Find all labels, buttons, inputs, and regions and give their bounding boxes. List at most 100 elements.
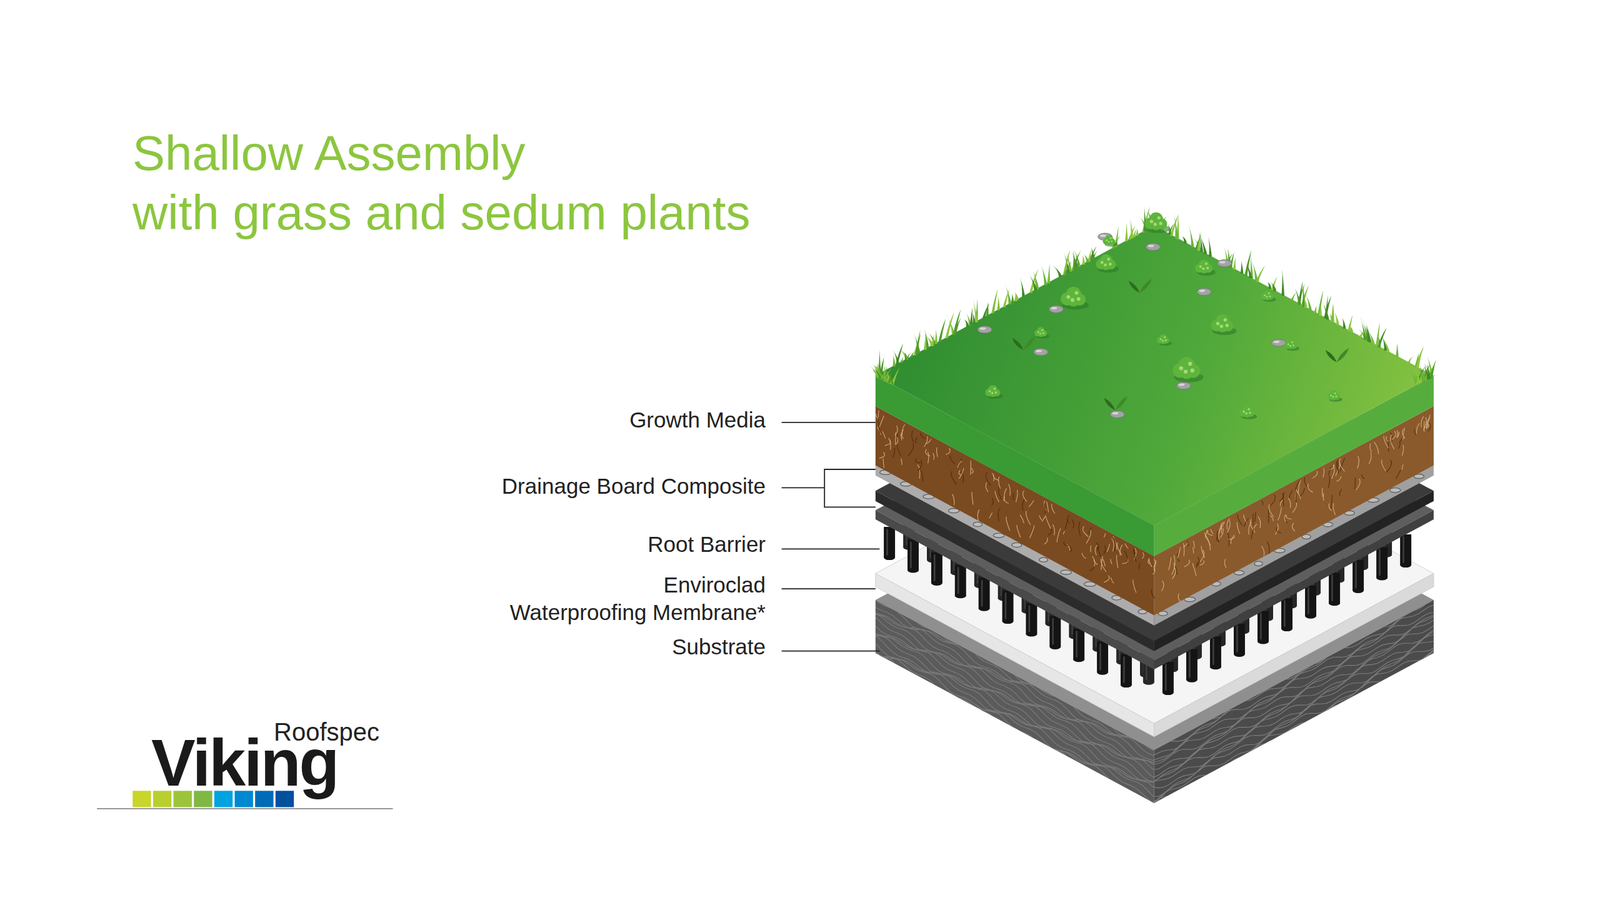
root-strand	[1023, 490, 1028, 502]
dimple-shine	[1283, 600, 1286, 627]
dimple	[1281, 598, 1293, 629]
dimple-shine	[1307, 587, 1310, 614]
root-strand	[1097, 546, 1103, 560]
root-strand	[936, 447, 939, 457]
grass-blade	[1240, 261, 1244, 274]
root-strand	[971, 468, 974, 474]
root-strand	[1336, 476, 1342, 482]
grass-blade	[934, 329, 938, 344]
root-strand	[1078, 521, 1080, 536]
dimple-end	[1073, 656, 1085, 662]
shrub-leaf	[1037, 330, 1044, 337]
root-strand	[933, 453, 935, 460]
dimple-end	[1162, 690, 1174, 695]
sprout-leaf	[1325, 350, 1337, 363]
root-strand	[1307, 483, 1313, 493]
root-strand	[1151, 589, 1155, 599]
dimple	[1073, 628, 1085, 660]
root-strand	[998, 508, 1001, 522]
root-strand	[1340, 458, 1345, 472]
grass-blade	[1408, 367, 1419, 385]
shrub-highlight	[1206, 266, 1209, 270]
grass-blade	[1028, 272, 1037, 290]
root-strand	[1292, 502, 1297, 514]
grass-blade	[996, 296, 1000, 310]
grass-blade	[1347, 315, 1353, 332]
root-strand	[1183, 543, 1184, 557]
label-wrap: Enviroclad Waterproofing Membrane*	[510, 571, 766, 627]
sprout-leaf	[1023, 335, 1037, 350]
root-strand	[878, 415, 884, 429]
shrub-highlight	[1205, 262, 1208, 265]
root-strand	[1331, 495, 1333, 509]
root-strand	[915, 437, 918, 443]
grass-blade	[1208, 236, 1212, 257]
root-strand	[888, 438, 891, 450]
shrub-leaf	[1106, 238, 1113, 245]
root-strand	[1426, 414, 1430, 427]
root-strand	[1295, 492, 1297, 502]
stone-highlight	[1035, 350, 1042, 353]
root-strand	[1046, 501, 1049, 513]
dimple-end	[883, 555, 895, 560]
root-strand	[1328, 464, 1334, 470]
root-strand	[971, 491, 974, 505]
stone-highlight	[1051, 306, 1058, 310]
dimple-end	[1210, 664, 1222, 670]
root-strand	[882, 431, 886, 439]
shrub-leaf	[1330, 394, 1337, 401]
grass-blade	[1046, 263, 1050, 284]
grass-blade	[1281, 269, 1285, 296]
stone	[1048, 305, 1064, 313]
shrub-highlight	[1076, 296, 1081, 301]
dimple-shine	[1099, 643, 1102, 670]
grass-blade	[1011, 293, 1015, 304]
root-strand	[998, 487, 1002, 500]
root-strand	[1283, 491, 1285, 507]
dimple-end	[1120, 682, 1132, 688]
shrub-highlight	[1100, 261, 1104, 265]
root-strand	[883, 458, 884, 468]
grass-blade	[1064, 261, 1072, 275]
grass-blade	[973, 298, 979, 322]
dimple-end	[1328, 600, 1340, 606]
root-strand	[1161, 580, 1164, 591]
stone	[1176, 381, 1191, 389]
root-strand	[1065, 520, 1069, 532]
root-strand	[1386, 460, 1392, 473]
dimple-end	[931, 580, 943, 586]
root-strand	[1278, 507, 1282, 521]
sedum-shrubs	[985, 212, 1342, 420]
pebble	[1011, 542, 1022, 547]
root-strand	[1261, 546, 1264, 557]
grass-blade	[1020, 276, 1025, 297]
root-strand	[1328, 466, 1332, 475]
root-strand	[917, 464, 920, 479]
stone	[1145, 243, 1160, 250]
root-strand	[1175, 565, 1177, 575]
dimple	[1400, 534, 1412, 565]
root-strand	[1015, 490, 1018, 502]
dimple-end	[1186, 677, 1198, 683]
shrub-highlight	[1287, 343, 1290, 346]
root-strand	[1205, 535, 1211, 546]
grass-blade	[930, 333, 935, 346]
root-strand	[1295, 480, 1300, 491]
root-strand	[1312, 470, 1318, 478]
layer-label: Root Barrier	[647, 533, 766, 555]
root-strand	[1204, 532, 1207, 537]
root-strand	[951, 494, 954, 506]
root-strand	[1051, 503, 1055, 514]
logo-rule	[96, 808, 393, 810]
root-strand	[1056, 528, 1061, 542]
root-strand	[1289, 490, 1293, 499]
shrub-highlight	[1165, 339, 1167, 342]
root-strand	[1333, 503, 1336, 515]
root-strand	[1117, 542, 1122, 555]
root-strand	[1124, 550, 1128, 562]
stone-highlight	[1112, 411, 1119, 415]
grass-blades	[870, 206, 1437, 385]
root-strand	[1028, 500, 1034, 507]
root-strand	[895, 432, 897, 445]
